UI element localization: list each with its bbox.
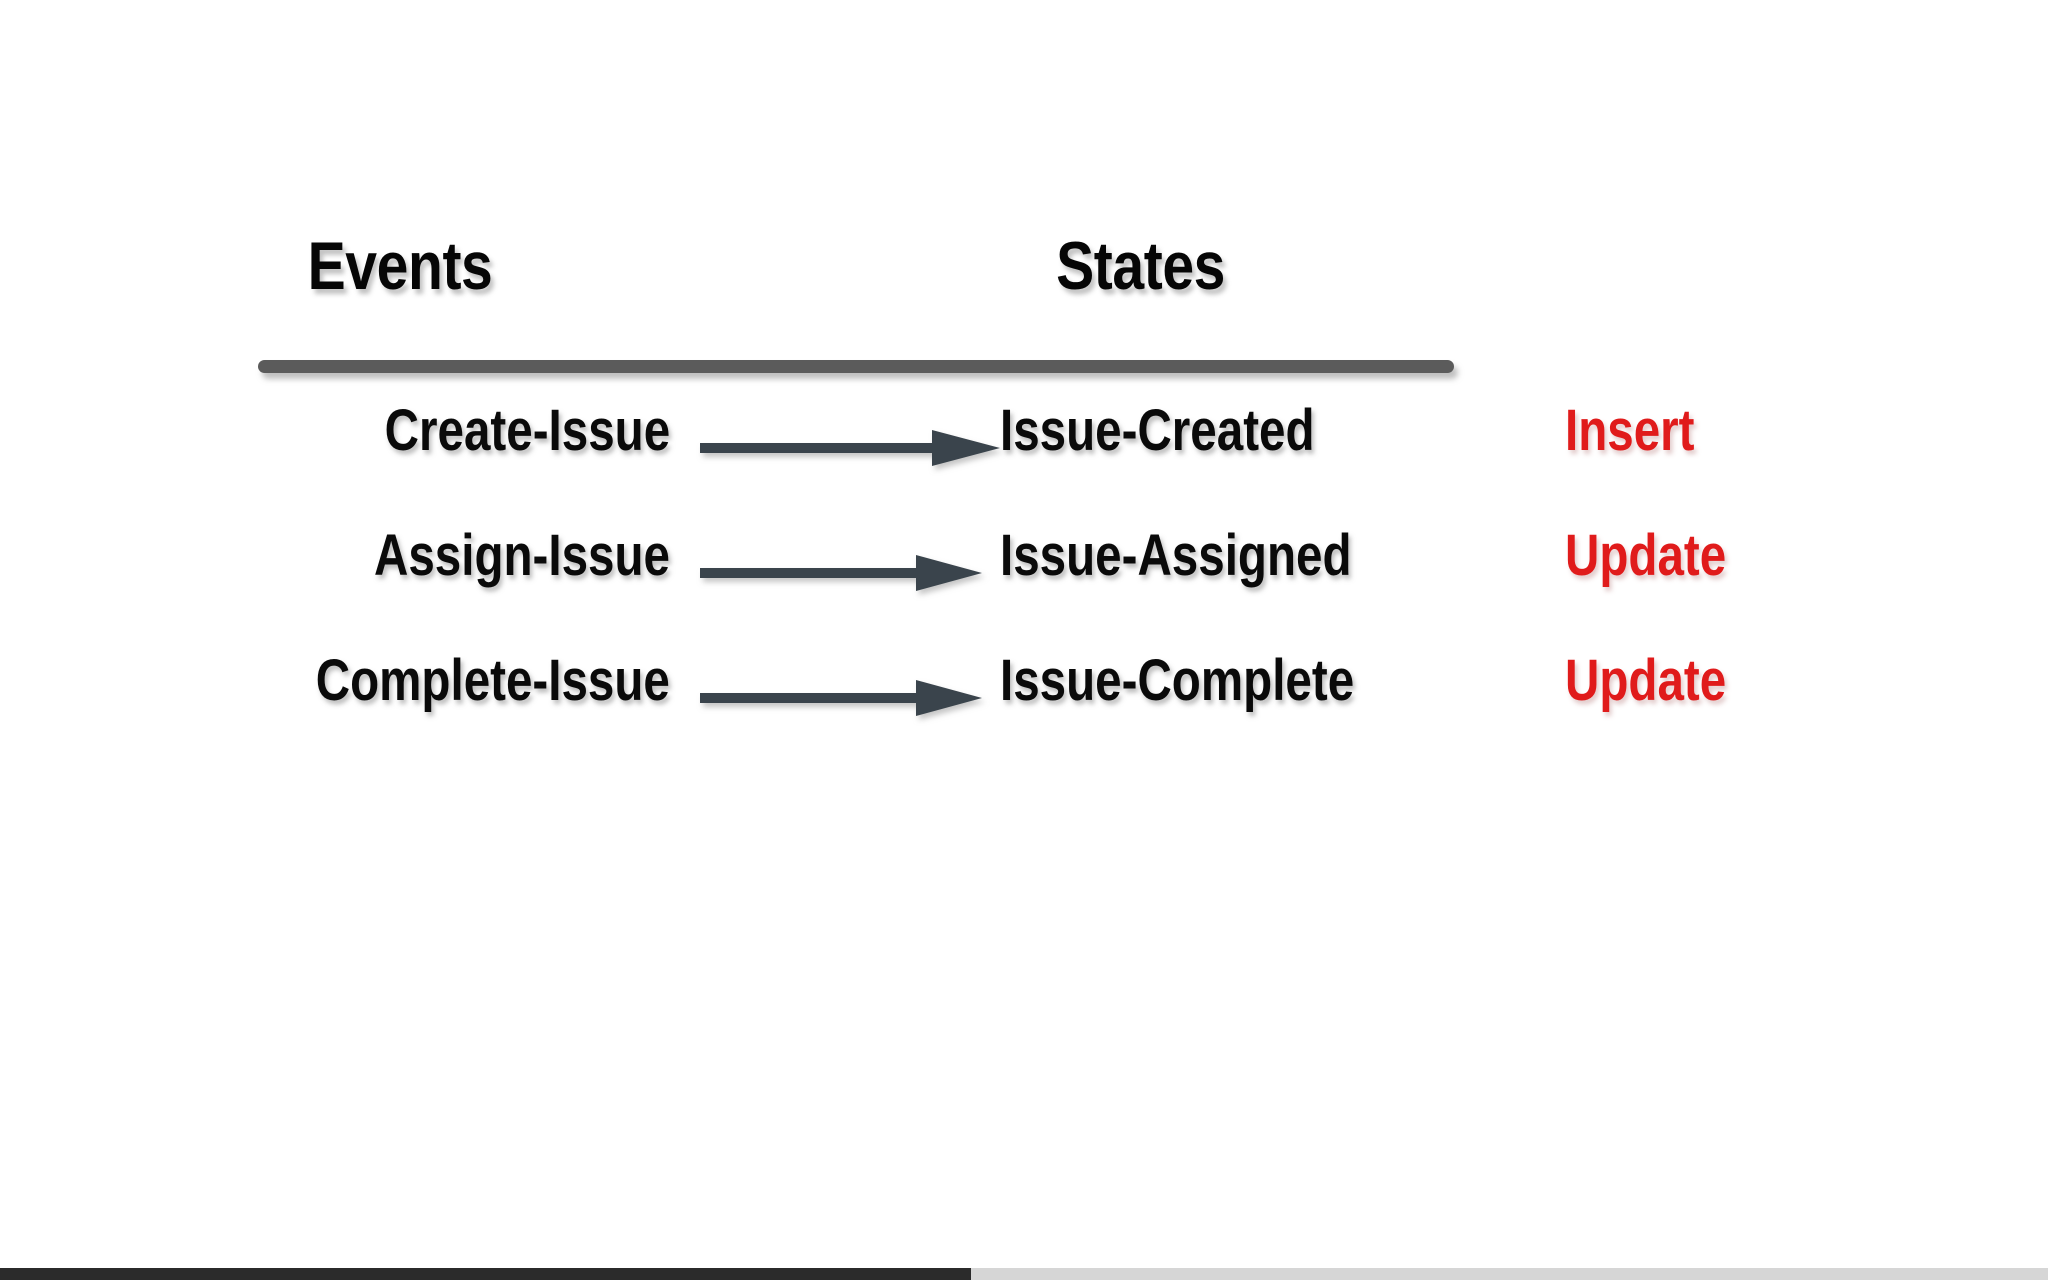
playback-progress-fill [0,1268,971,1280]
state-label: Issue-Created [1000,398,1315,463]
column-header-states: States [1056,228,1226,304]
event-label: Assign-Issue [373,523,670,588]
table-row: Complete-Issue Issue-Complete Update [0,642,2048,767]
state-label: Issue-Assigned [1000,523,1352,588]
action-label: Insert [1565,398,1695,463]
header-divider-rule [258,360,1454,373]
right-arrow-icon [700,553,982,593]
column-headers: Events States [0,232,2048,332]
column-header-events: Events [307,228,493,304]
action-label: Update [1565,523,1727,588]
action-label: Update [1565,648,1727,713]
playback-progress-track[interactable] [0,1268,2048,1280]
state-label: Issue-Complete [1000,648,1355,713]
table-row: Create-Issue Issue-Created Insert [0,392,2048,517]
mapping-rows: Create-Issue Issue-Created Insert Assign… [0,392,2048,767]
table-row: Assign-Issue Issue-Assigned Update [0,517,2048,642]
event-label: Complete-Issue [315,648,670,713]
right-arrow-icon [700,678,982,718]
event-label: Create-Issue [384,398,670,463]
right-arrow-icon [700,428,1000,468]
